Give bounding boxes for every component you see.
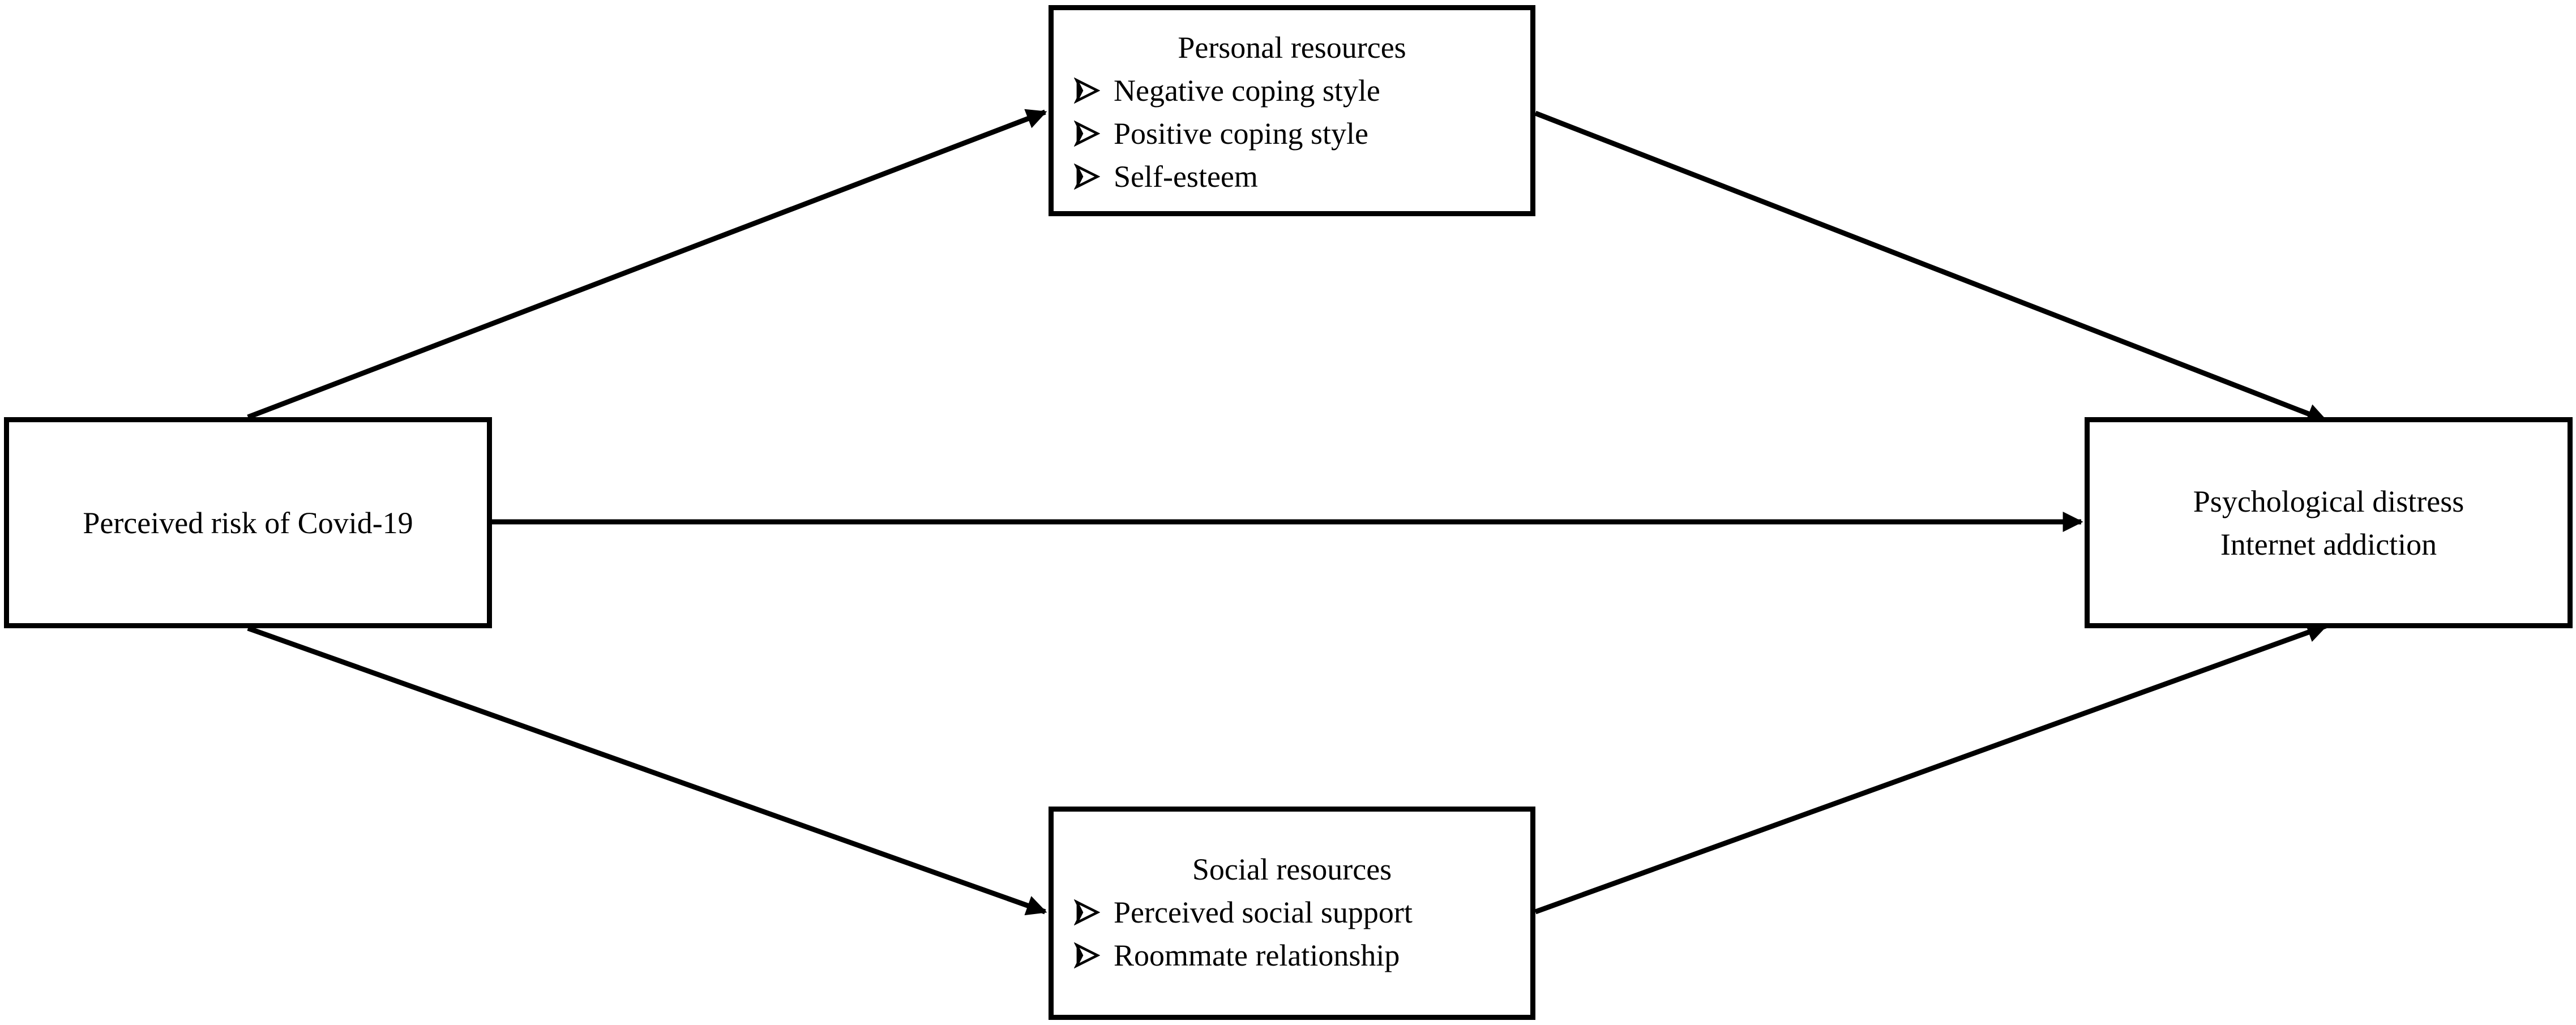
list-item: Roommate relationship <box>1074 934 1530 977</box>
node-outcomes: Psychological distress Internet addictio… <box>2085 417 2573 628</box>
item-label: Roommate relationship <box>1114 938 1400 972</box>
list-item: Negative coping style <box>1074 69 1530 112</box>
node-title: Social resources <box>1192 852 1392 886</box>
node-social-resources: Social resources Perceived social suppor… <box>1049 807 1535 1020</box>
edge-risk-to-social <box>247 625 1047 916</box>
item-label: Perceived social support <box>1114 895 1413 929</box>
node-title: Personal resources <box>1178 31 1406 65</box>
arrowhead-bullet-icon <box>1074 121 1100 147</box>
arrowhead-bullet-icon <box>1074 899 1100 925</box>
arrowhead-bullet-icon <box>1074 164 1100 190</box>
edge-personal-to-outcome <box>1534 110 2328 424</box>
outcome-line-internet-addiction: Internet addiction <box>2220 527 2437 561</box>
item-label: Negative coping style <box>1114 74 1380 108</box>
arrowhead-bullet-icon <box>1074 78 1100 104</box>
node-personal-resources: Personal resources Negative coping style… <box>1049 5 1535 216</box>
edge-social-to-outcome <box>1534 623 2328 915</box>
node-label: Perceived risk of Covid-19 <box>83 505 413 540</box>
outcome-line-psychological-distress: Psychological distress <box>2193 484 2464 518</box>
item-list: Perceived social support Roommate relati… <box>1054 891 1530 977</box>
list-item: Positive coping style <box>1074 112 1530 155</box>
item-list: Negative coping style Positive coping st… <box>1054 69 1530 198</box>
edge-risk-to-personal <box>247 109 1047 420</box>
item-label: Positive coping style <box>1114 117 1368 151</box>
list-item: Perceived social support <box>1074 891 1530 934</box>
item-label: Self-esteem <box>1114 160 1258 194</box>
node-perceived-risk: Perceived risk of Covid-19 <box>4 417 492 628</box>
list-item: Self-esteem <box>1074 155 1530 198</box>
arrowhead-bullet-icon <box>1074 942 1100 968</box>
